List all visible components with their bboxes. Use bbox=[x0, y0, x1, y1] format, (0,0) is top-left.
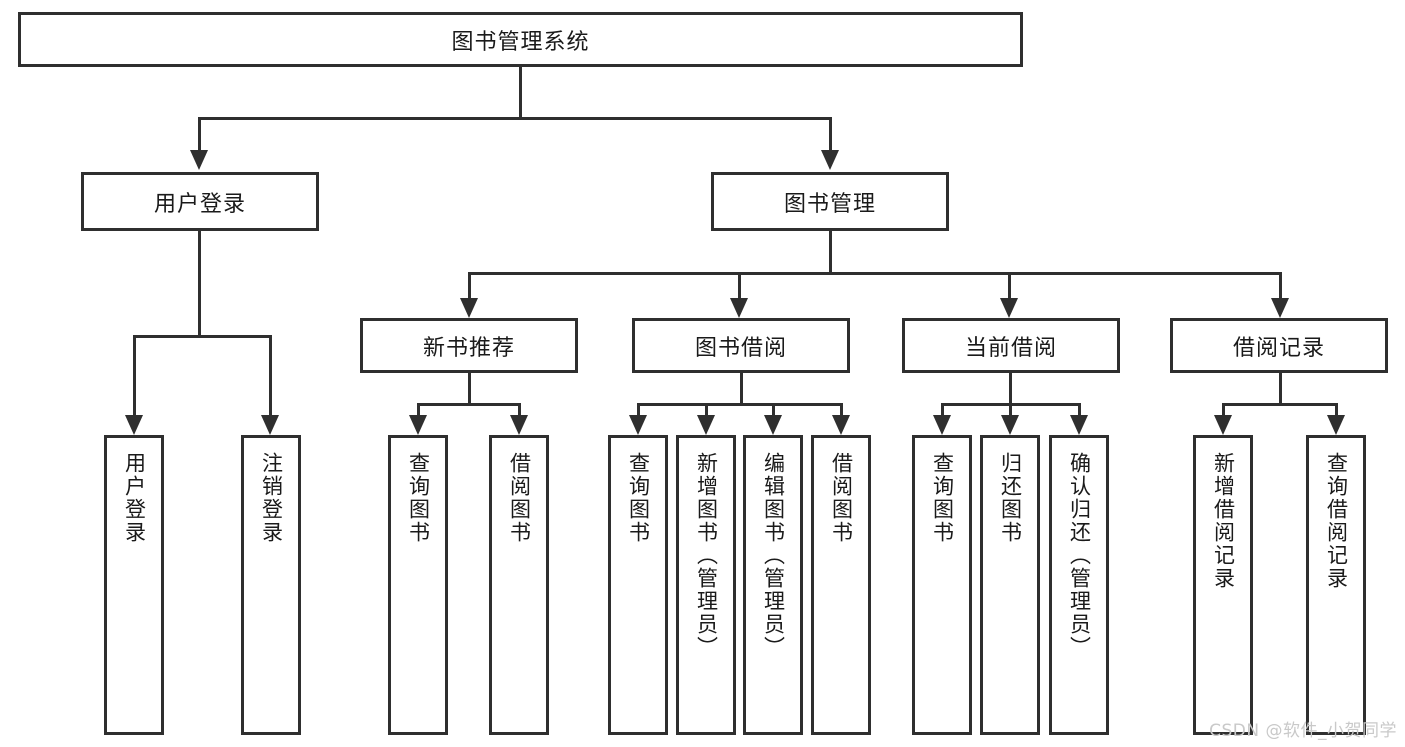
leaf-label: 用户登录 bbox=[122, 452, 147, 544]
arrow-user-login-to-leaf-2 bbox=[261, 415, 279, 435]
edge-nbr-leaf-1 bbox=[417, 403, 420, 421]
leaf-label: 借阅图书 bbox=[507, 452, 532, 544]
leaf-label: 编辑图书（管理员） bbox=[761, 452, 786, 659]
edge-user-login-to-leaf-1 bbox=[133, 335, 136, 417]
arrow-nbr-leaf-1 bbox=[409, 415, 427, 435]
leaf-borrow-books-borrow[interactable]: 借阅图书 bbox=[811, 435, 871, 735]
edge-cb-leaf-2 bbox=[1009, 403, 1012, 421]
node-label: 当前借阅 bbox=[964, 335, 1057, 361]
node-new-book-recommend[interactable]: 新书推荐 bbox=[360, 318, 578, 373]
arrow-br-leaf-1 bbox=[1214, 415, 1232, 435]
edge-nbr-leaf-2 bbox=[518, 403, 521, 421]
leaf-label: 归还图书 bbox=[998, 452, 1023, 544]
node-user-login[interactable]: 用户登录 bbox=[81, 172, 319, 231]
leaf-logout[interactable]: 注销登录 bbox=[241, 435, 301, 735]
node-book-borrow[interactable]: 图书借阅 bbox=[632, 318, 850, 373]
edge-book-management-stem bbox=[829, 231, 832, 274]
leaf-label: 查询图书 bbox=[626, 452, 651, 544]
arrow-root-to-user-login bbox=[190, 150, 208, 170]
arrow-cb-leaf-1 bbox=[933, 415, 951, 435]
edge-cb-leaf-1 bbox=[941, 403, 944, 421]
edge-user-login-stem bbox=[198, 231, 201, 337]
arrow-to-book-borrow bbox=[730, 298, 748, 318]
node-root-book-management-system[interactable]: 图书管理系统 bbox=[18, 12, 1023, 67]
edge-br-leaf-1 bbox=[1222, 403, 1225, 421]
edge-to-current-borrow bbox=[1008, 272, 1011, 302]
arrow-cb-leaf-2 bbox=[1001, 415, 1019, 435]
arrow-bb-leaf-3 bbox=[764, 415, 782, 435]
edge-bb-leaf-2 bbox=[705, 403, 708, 421]
leaf-user-login[interactable]: 用户登录 bbox=[104, 435, 164, 735]
leaf-label: 确认归还（管理员） bbox=[1067, 452, 1092, 659]
node-label: 图书借阅 bbox=[694, 335, 787, 361]
leaf-edit-book-admin[interactable]: 编辑图书（管理员） bbox=[743, 435, 803, 735]
edge-root-stem bbox=[519, 67, 522, 117]
edge-new-book-recommend-bar bbox=[417, 403, 521, 406]
csdn-watermark: CSDN @软件_小贺同学 bbox=[1209, 721, 1397, 741]
arrow-nbr-leaf-2 bbox=[510, 415, 528, 435]
edge-root-to-book-management bbox=[829, 117, 832, 152]
edge-current-borrow-stem bbox=[1009, 373, 1012, 405]
edge-root-bar bbox=[198, 117, 832, 120]
edge-to-new-book-recommend bbox=[468, 272, 471, 302]
arrow-to-current-borrow bbox=[1000, 298, 1018, 318]
arrow-to-borrow-record bbox=[1271, 298, 1289, 318]
edge-root-to-user-login bbox=[198, 117, 201, 152]
arrow-user-login-to-leaf-1 bbox=[125, 415, 143, 435]
edge-cb-leaf-3 bbox=[1078, 403, 1081, 421]
node-book-management[interactable]: 图书管理 bbox=[711, 172, 949, 231]
arrow-bb-leaf-4 bbox=[832, 415, 850, 435]
edge-bb-leaf-4 bbox=[840, 403, 843, 421]
leaf-query-books-borrow[interactable]: 查询图书 bbox=[608, 435, 668, 735]
leaf-query-books-current[interactable]: 查询图书 bbox=[912, 435, 972, 735]
leaf-label: 查询借阅记录 bbox=[1324, 452, 1349, 590]
arrow-br-leaf-2 bbox=[1327, 415, 1345, 435]
node-label: 新书推荐 bbox=[422, 335, 515, 361]
arrow-bb-leaf-2 bbox=[697, 415, 715, 435]
edge-book-borrow-stem bbox=[740, 373, 743, 405]
node-current-borrow[interactable]: 当前借阅 bbox=[902, 318, 1120, 373]
node-label: 图书管理系统 bbox=[451, 29, 590, 55]
leaf-query-books-recommend[interactable]: 查询图书 bbox=[388, 435, 448, 735]
node-borrow-record[interactable]: 借阅记录 bbox=[1170, 318, 1388, 373]
edge-book-borrow-bar bbox=[637, 403, 843, 406]
edge-bb-leaf-3 bbox=[772, 403, 775, 421]
edge-new-book-recommend-stem bbox=[468, 373, 471, 405]
leaf-borrow-books-recommend[interactable]: 借阅图书 bbox=[489, 435, 549, 735]
edge-borrow-record-bar bbox=[1222, 403, 1338, 406]
edge-br-leaf-2 bbox=[1335, 403, 1338, 421]
edge-to-book-borrow bbox=[738, 272, 741, 302]
arrow-root-to-book-management bbox=[821, 150, 839, 170]
node-label: 图书管理 bbox=[783, 191, 876, 217]
leaf-confirm-return-admin[interactable]: 确认归还（管理员） bbox=[1049, 435, 1109, 735]
arrow-to-new-book-recommend bbox=[460, 298, 478, 318]
leaf-query-borrow-record[interactable]: 查询借阅记录 bbox=[1306, 435, 1366, 735]
edge-level3-bar bbox=[468, 272, 1282, 275]
edge-bb-leaf-1 bbox=[637, 403, 640, 421]
leaf-label: 新增图书（管理员） bbox=[694, 452, 719, 659]
leaf-add-book-admin[interactable]: 新增图书（管理员） bbox=[676, 435, 736, 735]
edge-to-borrow-record bbox=[1279, 272, 1282, 302]
edge-borrow-record-stem bbox=[1279, 373, 1282, 405]
leaf-label: 新增借阅记录 bbox=[1211, 452, 1236, 590]
leaf-add-borrow-record[interactable]: 新增借阅记录 bbox=[1193, 435, 1253, 735]
arrow-cb-leaf-3 bbox=[1070, 415, 1088, 435]
edge-user-login-bar bbox=[133, 335, 272, 338]
arrow-bb-leaf-1 bbox=[629, 415, 647, 435]
leaf-label: 注销登录 bbox=[259, 452, 284, 544]
leaf-label: 查询图书 bbox=[406, 452, 431, 544]
node-label: 用户登录 bbox=[153, 191, 246, 217]
leaf-return-books[interactable]: 归还图书 bbox=[980, 435, 1040, 735]
leaf-label: 查询图书 bbox=[930, 452, 955, 544]
edge-user-login-to-leaf-2 bbox=[269, 335, 272, 417]
node-label: 借阅记录 bbox=[1232, 335, 1325, 361]
leaf-label: 借阅图书 bbox=[829, 452, 854, 544]
